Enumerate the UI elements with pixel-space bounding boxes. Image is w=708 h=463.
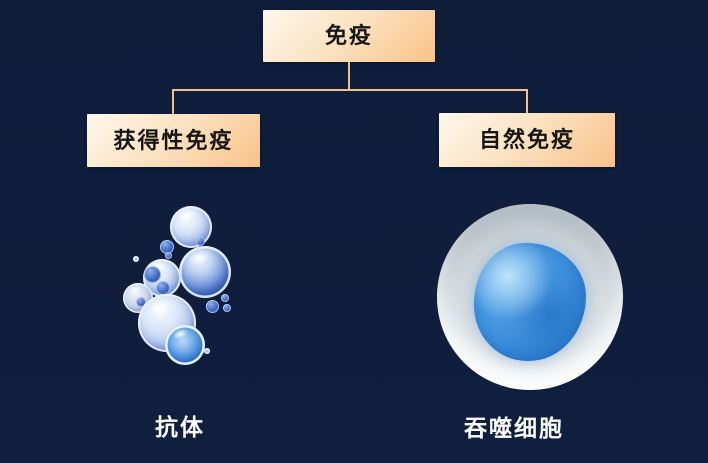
node-acquired-immunity: 获得性免疫 — [87, 114, 260, 167]
bubble — [170, 206, 212, 248]
bubble — [136, 297, 146, 307]
bubble — [133, 256, 139, 262]
node-acquired-immunity-label: 获得性免疫 — [113, 127, 234, 153]
connector-root-stem — [348, 62, 350, 91]
connector-horizontal — [172, 89, 528, 91]
bubble — [160, 240, 174, 254]
bubble — [204, 348, 210, 354]
bubble — [206, 300, 219, 313]
bubble — [165, 252, 172, 259]
node-natural-immunity-label: 自然免疫 — [478, 127, 575, 152]
bubble — [223, 304, 231, 312]
bubble — [144, 266, 161, 283]
node-natural-immunity: 自然免疫 — [439, 113, 615, 167]
cell-nucleus — [474, 243, 586, 361]
node-immunity-label: 免疫 — [324, 23, 373, 48]
connector-right-drop — [526, 89, 528, 115]
caption-antibody: 抗体 — [155, 414, 205, 440]
bubble — [196, 237, 205, 246]
bubble — [221, 294, 229, 302]
node-immunity: 免疫 — [263, 10, 435, 62]
bubble — [179, 246, 231, 298]
antibody-bubbles-illustration — [115, 195, 275, 375]
bubble — [156, 281, 170, 295]
bubble — [165, 325, 205, 365]
caption-phagocyte: 吞噬细胞 — [464, 415, 564, 441]
connector-left-drop — [172, 89, 174, 116]
phagocyte-cell-illustration — [437, 204, 623, 390]
